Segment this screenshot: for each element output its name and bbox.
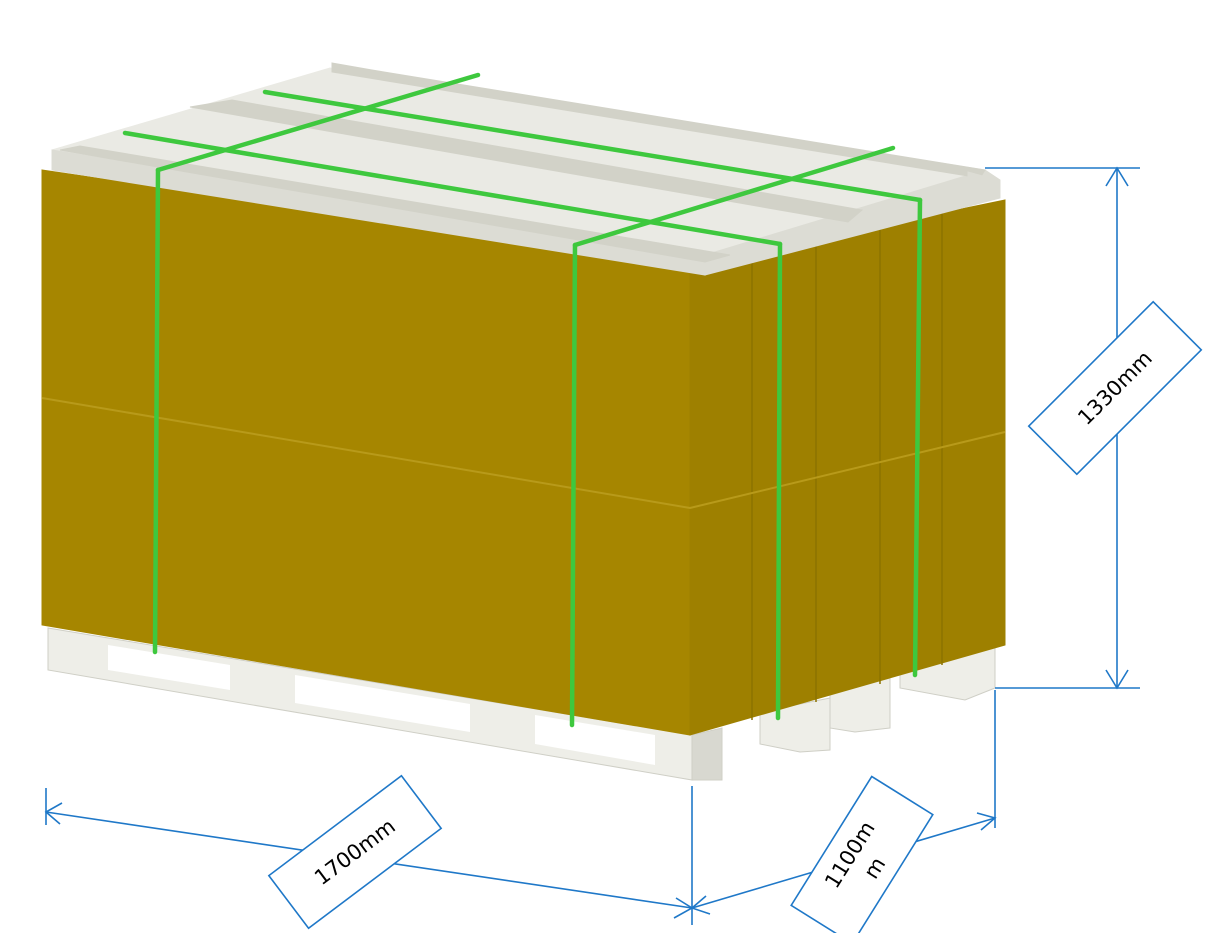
strap	[262, 89, 923, 203]
straps	[122, 72, 923, 728]
arrowhead	[44, 802, 63, 825]
dimension-label-height: 1330mm	[1027, 300, 1203, 476]
carton-stack	[41, 169, 1006, 736]
pallet-opening	[295, 675, 470, 732]
lid-rail	[189, 99, 864, 223]
lid	[51, 62, 1001, 276]
strap	[569, 242, 578, 728]
strap	[152, 167, 161, 655]
strap	[572, 145, 896, 248]
dimension-label-length: 1700mm	[267, 774, 443, 930]
arrowhead	[690, 895, 711, 915]
label-box	[790, 775, 934, 933]
pallet-opening	[108, 645, 230, 690]
strap	[775, 241, 783, 721]
lid-rail	[59, 145, 731, 263]
strap	[122, 130, 783, 247]
lid-rail	[331, 62, 986, 179]
label-box	[267, 774, 443, 930]
label-box	[1027, 300, 1203, 476]
pallet-side-block	[691, 727, 723, 781]
strap	[912, 197, 923, 678]
lid-rail-end	[967, 171, 991, 193]
dimension-label-width: 1100m m	[790, 775, 934, 933]
arrowhead	[1105, 166, 1129, 187]
pallet-opening	[535, 715, 655, 765]
arrowhead	[1105, 669, 1129, 690]
arrowhead	[976, 812, 997, 831]
strap	[155, 72, 481, 173]
carton-tier-seam	[41, 397, 1006, 510]
carton-side-face	[689, 199, 1006, 736]
